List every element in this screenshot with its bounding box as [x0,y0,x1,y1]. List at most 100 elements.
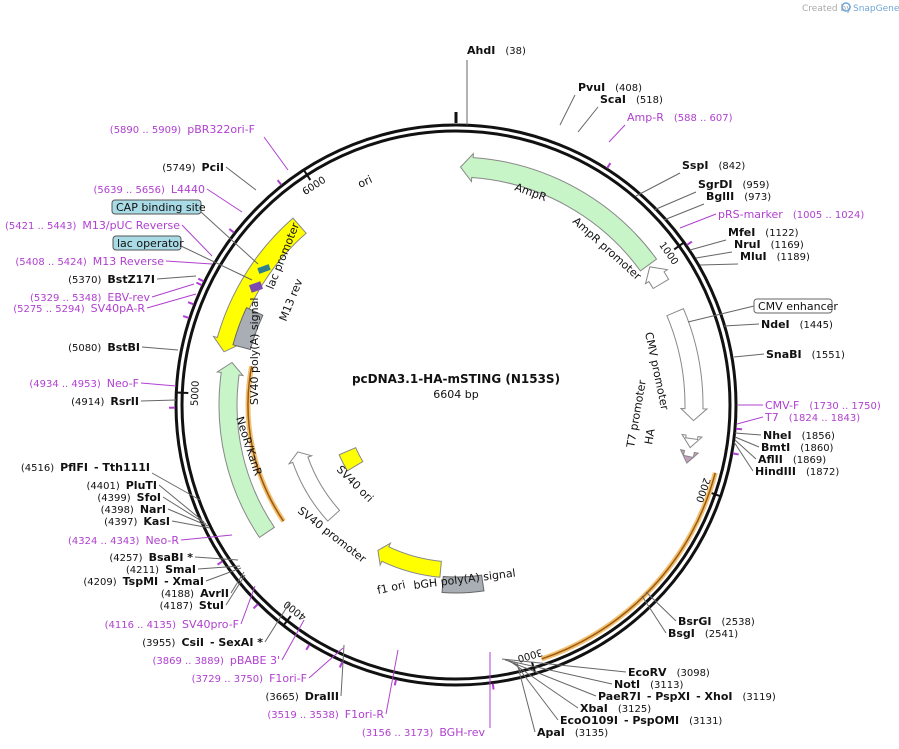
primer-m13-reverse: (5408 .. 5424)M13 Reverse [15,255,164,268]
label-leader [165,260,213,265]
lac-operator-block [257,264,271,274]
label-leader [167,508,209,527]
primer-site-mark [606,162,612,169]
primer-f1ori-r: (3519 .. 3538)F1ori-R [267,708,384,721]
backbone-outer [174,123,738,687]
enzyme-pvui: PvuI(408) [578,81,642,94]
enzyme-sfoi: (4399)SfoI [97,491,161,504]
feature-label-sv40-ori: SV40 ori [334,463,376,505]
enzyme-snabi: SnaBI(1551) [766,348,845,361]
sv40-polya-box [232,307,264,351]
label-leader [663,203,705,221]
boxed-label-cmv-enhancer: CMV enhancer [758,300,838,313]
label-leader [281,619,305,661]
ha-arrow [679,449,700,464]
label-leader [733,353,765,358]
primer-site-mark [735,427,743,431]
label-leader [340,644,345,697]
ampr-arrow [459,152,658,272]
label-leader [699,263,739,266]
label-leader [734,436,760,448]
primer-bgh-rev: (3156 .. 3173)BGH-rev [362,726,486,739]
label-leader [687,305,755,323]
feature-label-sv40-polya: SV40 poly(A) signal [248,298,261,405]
label-leader [140,399,177,402]
label-leader [733,441,754,472]
label-leader [263,136,289,171]
tick-mark [302,169,312,181]
enzyme-bsabi: (4257)BsaBI * [109,551,193,564]
primer-site-mark [305,644,311,651]
primer-site-mark [393,679,398,686]
primer-site-mark [276,179,283,186]
label-leader [140,382,177,387]
enzyme-scai: ScaI(518) [600,93,663,106]
feature-label-m13-rev: M13 rev [277,277,306,324]
primer-site-mark [182,315,190,319]
label-leader [734,439,757,460]
label-leader [240,585,256,625]
primer-site-mark [686,240,693,246]
enzyme-mfei: MfeI(1122) [728,226,799,239]
enzyme-draiii: (3665)DraIII [265,690,339,703]
primer-neo-r: (4324 .. 4343)Neo-R [68,534,179,547]
boxed-label-lac-box [112,235,182,251]
label-leader [180,534,233,541]
boxed-label-cap-binding-site: CAP binding site [116,201,206,214]
label-leader [264,601,291,643]
primer-sv40pa-r: (5275 .. 5294)SV40pA-R [13,302,145,315]
primer-ebv-rev: (5329 .. 5348)EBV-rev [30,291,150,304]
label-leader [205,567,242,582]
enzyme-tspmi: (4209)TspMI- XmaI [83,575,204,588]
primer-site-mark [491,683,495,690]
enzyme-csii: (3955)CsiI- SexAI * [142,636,263,649]
primer-m13-puc-reverse: (5421 .. 5443)M13/pUC Reverse [5,219,180,232]
enzyme-pluti: (4401)PluTI [86,479,157,492]
enzyme-ecoo109i: EcoO109I- PspOMI(3131) [560,714,722,727]
label-leader [197,565,241,570]
primer-pbr322ori-f: (5890 .. 5909)pBR322ori-F [110,123,255,136]
enzyme-bsrgi: BsrGI(2538) [678,615,755,628]
primer-site-mark [195,281,203,287]
label-leader [510,661,579,709]
enzyme-nari: (4398)NarI [101,503,166,516]
label-leader [653,191,697,211]
sv40-promoter-arrow [287,451,341,522]
label-leader [230,571,245,594]
enzyme-bsgi: BsgI(2541) [668,627,738,640]
enzyme-bglii: BglII(973) [706,190,771,203]
tick-mark [176,391,189,395]
tick-mark [282,615,292,627]
enzyme-paer7i: PaeR7I- PspXI- XhoI(3119) [598,690,776,703]
label-leader [146,293,197,309]
t7-promoter-arrow [681,433,704,449]
label-leader [151,283,195,298]
credit-brand: SnapGene [853,4,899,14]
enzyme-ndei: NdeI(1445) [761,318,833,331]
label-leader [194,556,239,561]
label-leader [162,496,207,525]
boxed-label-cap-box [111,199,202,215]
credit-prefix: Created by [802,4,852,14]
snapgene-logo-icon [841,2,851,12]
label-leader [171,520,211,529]
label-leader [723,323,760,327]
label-leader [225,166,257,191]
label-leader [577,106,599,133]
primer-amp-r: Amp-R(588 .. 607) [627,111,733,124]
label-leader [516,662,536,733]
enzyme-ecorv: EcoRV(3098) [628,666,710,679]
primer-prs-marker: pRS-marker(1005 .. 1024) [718,208,864,221]
label-leader [641,595,667,634]
primer-site-mark [216,560,224,566]
primer-sv40pro-f: (4116 .. 4135)SV40pro-F [105,618,239,631]
label-leader [689,239,727,251]
label-leader [695,251,733,259]
highlight-arc-line [541,472,716,660]
label-leader [180,245,253,281]
label-leader [200,211,259,265]
tick-mark [673,241,685,251]
enzyme-smai: (4211)SmaI [126,563,196,576]
label-leader [206,188,243,213]
